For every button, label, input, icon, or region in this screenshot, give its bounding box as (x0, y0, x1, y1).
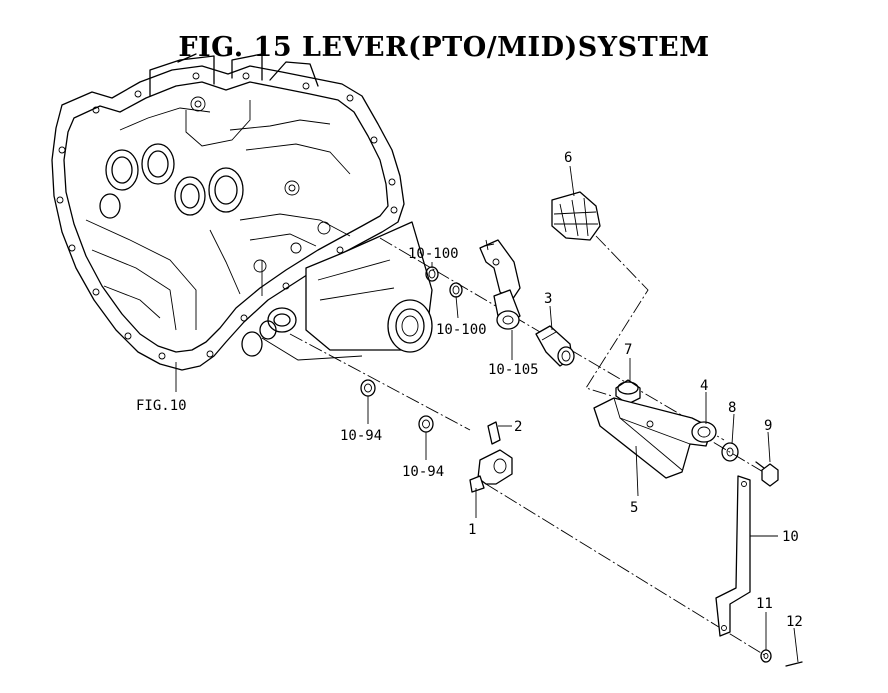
callout-part-1: 1 (468, 522, 476, 538)
part-11-washer (760, 649, 772, 663)
callout-part-11: 11 (756, 596, 773, 612)
callout-part-2: 2 (514, 419, 522, 435)
callout-part-4: 4 (700, 378, 708, 394)
callout-ref-10-94-b: 10-94 (402, 464, 444, 480)
part-7-bushing (615, 379, 641, 405)
part-9-bolt (755, 461, 779, 487)
callout-part-9: 9 (764, 418, 772, 434)
callout-ref-10-105: 10-105 (488, 362, 539, 378)
part-6-knob (551, 191, 601, 241)
callout-ref-10-100-b: 10-100 (436, 322, 487, 338)
callout-part-6: 6 (564, 150, 572, 166)
callout-part-3: 3 (544, 291, 552, 307)
leader-lines (175, 165, 799, 663)
callout-part-7: 7 (624, 342, 632, 358)
part-1-arm (469, 449, 513, 493)
part-10-link-rod (715, 475, 751, 637)
part-10-105-lever-arm (479, 239, 521, 330)
part-10-94-o-rings (360, 379, 434, 433)
part-2-pin (487, 421, 501, 445)
part-8-washer (721, 442, 739, 462)
callout-ref-10-94-a: 10-94 (340, 428, 382, 444)
part-4-boss (691, 421, 717, 443)
figure-title: FIG. 15 LEVER(PTO/MID)SYSTEM (178, 32, 710, 63)
part-5-pedal-lever (593, 397, 713, 479)
callout-ref-10-100-a: 10-100 (408, 246, 459, 262)
callout-part-8: 8 (728, 400, 736, 416)
part-3-shaft (535, 325, 575, 367)
callout-part-12: 12 (786, 614, 803, 630)
transmission-housing (51, 53, 433, 371)
callout-fig10: FIG.10 (136, 398, 187, 414)
part-12-split-pin (785, 661, 803, 667)
callout-labels: FIG.10 1 2 3 4 5 6 7 8 9 10 11 12 10-100… (136, 150, 803, 630)
callout-part-5: 5 (630, 500, 638, 516)
callout-part-10: 10 (782, 529, 799, 545)
